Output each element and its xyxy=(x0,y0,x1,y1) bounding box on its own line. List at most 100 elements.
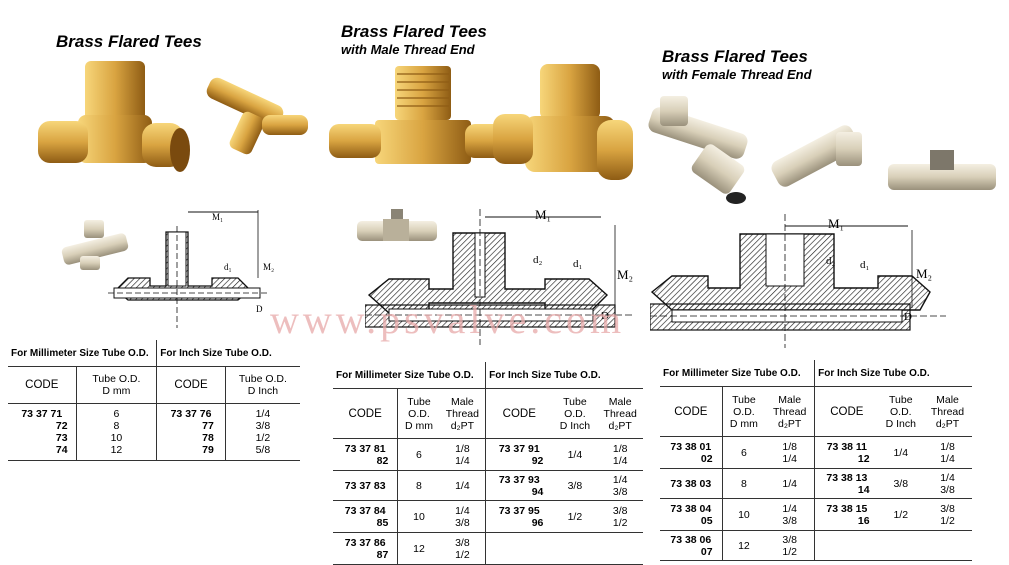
table2-row-code: 73 37 81 xyxy=(344,442,386,455)
table3-row-tube: 10 xyxy=(722,498,766,531)
table1-mm-header: For Millimeter Size Tube O.D. xyxy=(8,340,158,367)
table1-inch-header: For Inch Size Tube O.D. xyxy=(156,340,300,367)
table1-col-code2: CODE xyxy=(156,366,226,404)
table2-row-thread: 1/4 xyxy=(455,454,470,467)
table2-row-code: 85 xyxy=(376,516,389,529)
table1-col-mm-line1: Tube O.D. xyxy=(92,373,141,385)
table1-mm-code: 74 xyxy=(55,444,68,456)
table3-col-tube-mm: O.D. xyxy=(733,405,755,418)
table3-col-tube-mm: Tube xyxy=(732,393,756,406)
table1-inch-code: 73 37 76 xyxy=(170,408,212,420)
table3-row-thread: 1/4 xyxy=(782,502,797,515)
table1-inch-code: 79 xyxy=(202,444,214,456)
table3-row-code: 05 xyxy=(700,514,713,527)
section-title-tees: Brass Flared Tees xyxy=(56,32,202,51)
table1-mm-code: 72 xyxy=(55,420,68,432)
table3-row-tube: 6 xyxy=(722,436,766,469)
table2-inch-row-thread: 3/8 xyxy=(612,504,628,517)
table2-row-thread: 1/8 xyxy=(455,442,470,455)
table3-inch-row-code: 73 38 11 xyxy=(826,440,868,453)
drawing-label-d2: d₂ xyxy=(826,255,836,267)
drawing-label-m1: M₁ xyxy=(212,212,223,222)
table3-inch-row-code: 73 38 15 xyxy=(826,502,868,515)
table2-col-thread: Male xyxy=(450,395,474,408)
table2-inch-row-code: 73 37 93 xyxy=(498,473,540,486)
table2-inch-row-code: 92 xyxy=(531,454,544,467)
table3-row-code: 02 xyxy=(700,452,713,465)
table3-inch-row-code: 73 38 13 xyxy=(826,471,868,484)
table3-inch-row-thread: 3/8 xyxy=(940,502,955,515)
drawing-label-d2: d₂ xyxy=(533,254,543,266)
table2-inch-row-thread: 3/8 xyxy=(612,485,628,498)
table2-inch-row-code: 96 xyxy=(531,516,544,529)
table2-col-tube-inch: D Inch xyxy=(559,419,591,432)
table3-row-code: 73 38 04 xyxy=(670,502,712,515)
table2-col-thread-inch: d₂PT xyxy=(608,419,632,432)
drawing-label-d1: d₁ xyxy=(224,262,232,272)
table3-col-tube-inch: O.D. xyxy=(889,405,912,418)
table1-inch-code: 77 xyxy=(202,420,214,432)
product-photo-male-tees xyxy=(329,64,633,180)
table3-col-tube-mm: D mm xyxy=(729,417,758,430)
section-subtitle-female: with Female Thread End xyxy=(662,67,812,82)
table3-row-thread: 1/8 xyxy=(782,440,797,453)
table2-row-code: 73 37 86 xyxy=(344,536,386,549)
table3-inch-row-code: 12 xyxy=(857,452,870,465)
table3-col-thread-inch: Male xyxy=(936,393,959,406)
table2-row-thread: 1/4 xyxy=(455,504,470,517)
drawing-label-m2: M₂ xyxy=(617,267,633,282)
spec-table-female-tees: For Millimeter Size Tube O.D. For Inch S… xyxy=(660,360,972,561)
table3-row-code: 73 38 03 xyxy=(670,477,712,490)
product-photo-small-fitting-1 xyxy=(61,220,129,270)
table3-inch-row-tube: 3/8 xyxy=(878,468,923,499)
table1-col-inch-line2: D Inch xyxy=(247,385,279,397)
table1-mm-code: 73 xyxy=(55,432,68,444)
table2-col-tube-inch: O.D. xyxy=(564,407,586,420)
table2-row-code: 73 37 83 xyxy=(344,479,386,492)
table2-col-code-inch: CODE xyxy=(485,388,553,439)
table1-inch-value: 1/2 xyxy=(255,432,271,444)
table2-inch-header: For Inch Size Tube O.D. xyxy=(485,362,643,389)
table2-row-thread: 3/8 xyxy=(455,536,470,549)
table2-col-code: CODE xyxy=(333,388,399,439)
table3-row-code: 73 38 01 xyxy=(670,440,712,453)
drawing-label-d: D xyxy=(601,310,609,322)
table1-col-code: CODE xyxy=(8,366,77,404)
table1-mm-value: 12 xyxy=(110,444,123,456)
drawing-label-m1: M₁ xyxy=(828,216,844,231)
table3-row-thread: 3/8 xyxy=(782,514,797,527)
table2-inch-row-thread: 1/4 xyxy=(612,473,628,486)
table2-row-code: 87 xyxy=(376,548,389,561)
drawing-label-d1: d₁ xyxy=(860,259,870,271)
drawing-female-tee: M₁ M₂ d₂ d₁ D xyxy=(650,214,946,348)
table1-col-inch-line1: Tube O.D. xyxy=(238,373,287,385)
section-title-female: Brass Flared Tees xyxy=(662,47,808,66)
table1-inch-value: 1/4 xyxy=(255,408,271,420)
table3-col-thread-inch: Thread xyxy=(930,405,965,418)
table2-row-thread: 1/4 xyxy=(455,479,470,492)
table2-row-tube: 8 xyxy=(397,470,440,501)
table1-inch-value: 3/8 xyxy=(255,420,271,432)
section-subtitle-male: with Male Thread End xyxy=(341,42,475,57)
table2-col-thread: d₂PT xyxy=(450,419,475,432)
table2-inch-row-code: 73 37 91 xyxy=(498,442,540,455)
table2-inch-row-code: 73 37 95 xyxy=(498,504,540,517)
table1-mm-code: 73 37 71 xyxy=(21,408,63,420)
table2-inch-row-tube: 1/2 xyxy=(552,500,598,533)
table2-row-thread: 3/8 xyxy=(455,516,470,529)
spec-table-male-tees: For Millimeter Size Tube O.D. For Inch S… xyxy=(333,362,643,565)
table3-inch-row-thread: 3/8 xyxy=(940,483,955,496)
table3-inch-row-code: 16 xyxy=(857,514,870,527)
table3-col-thread: Male xyxy=(778,393,802,406)
table2-row-tube: 6 xyxy=(397,438,440,471)
table1-mm-value: 10 xyxy=(110,432,123,444)
table2-col-thread: Thread xyxy=(445,407,479,420)
drawing-label-d: D xyxy=(256,304,263,314)
watermark-text: www.psvalve.com xyxy=(270,297,626,342)
table2-inch-row-tube: 1/4 xyxy=(552,438,598,471)
table2-col-thread-inch: Thread xyxy=(603,407,637,420)
drawing-label-m1: M₁ xyxy=(535,207,551,222)
table3-mm-header: For Millimeter Size Tube O.D. xyxy=(660,360,816,387)
table2-row-code: 82 xyxy=(376,454,389,467)
table3-row-code: 73 38 06 xyxy=(670,533,712,546)
